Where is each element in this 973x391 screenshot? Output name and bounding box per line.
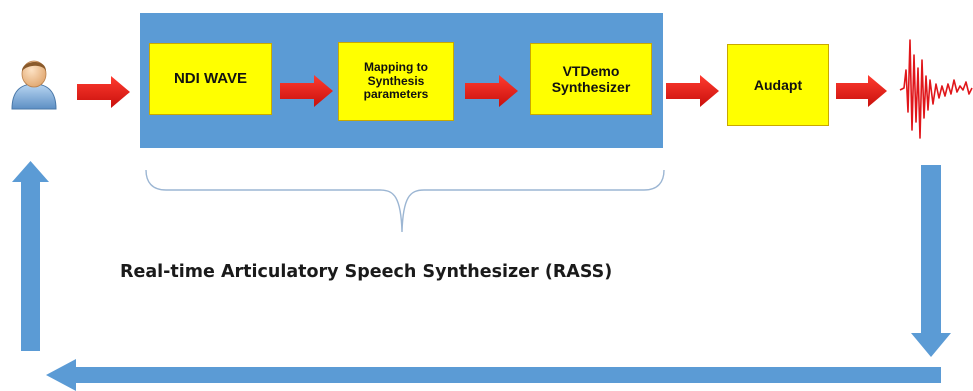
- arrow-user-to-ndi: [77, 76, 130, 108]
- arrow-audapt-to-output: [836, 75, 887, 107]
- arrow-mapping-to-vtdemo: [465, 75, 518, 107]
- arrow-vtdemo-to-audapt: [666, 75, 719, 107]
- rass-brace: [145, 169, 665, 233]
- waveform-icon: [899, 39, 973, 139]
- mapping-block: Mapping to Synthesis parameters: [338, 42, 454, 121]
- user-icon: [11, 60, 57, 110]
- feedback-arrow-up: [12, 161, 49, 351]
- arrow-ndi-to-mapping: [280, 75, 333, 107]
- vtdemo-label: VTDemo Synthesizer: [551, 62, 631, 95]
- feedback-arrow-down: [911, 165, 951, 357]
- ndi-wave-block: NDI WAVE: [149, 43, 272, 115]
- ndi-wave-label: NDI WAVE: [173, 70, 248, 88]
- mapping-label: Mapping to Synthesis parameters: [363, 59, 429, 102]
- audapt-label: Audapt: [753, 76, 803, 93]
- rass-caption: Real-time Articulatory Speech Synthesize…: [120, 262, 613, 282]
- audapt-block: Audapt: [727, 44, 829, 126]
- feedback-arrow-left: [46, 359, 941, 391]
- vtdemo-block: VTDemo Synthesizer: [530, 43, 652, 115]
